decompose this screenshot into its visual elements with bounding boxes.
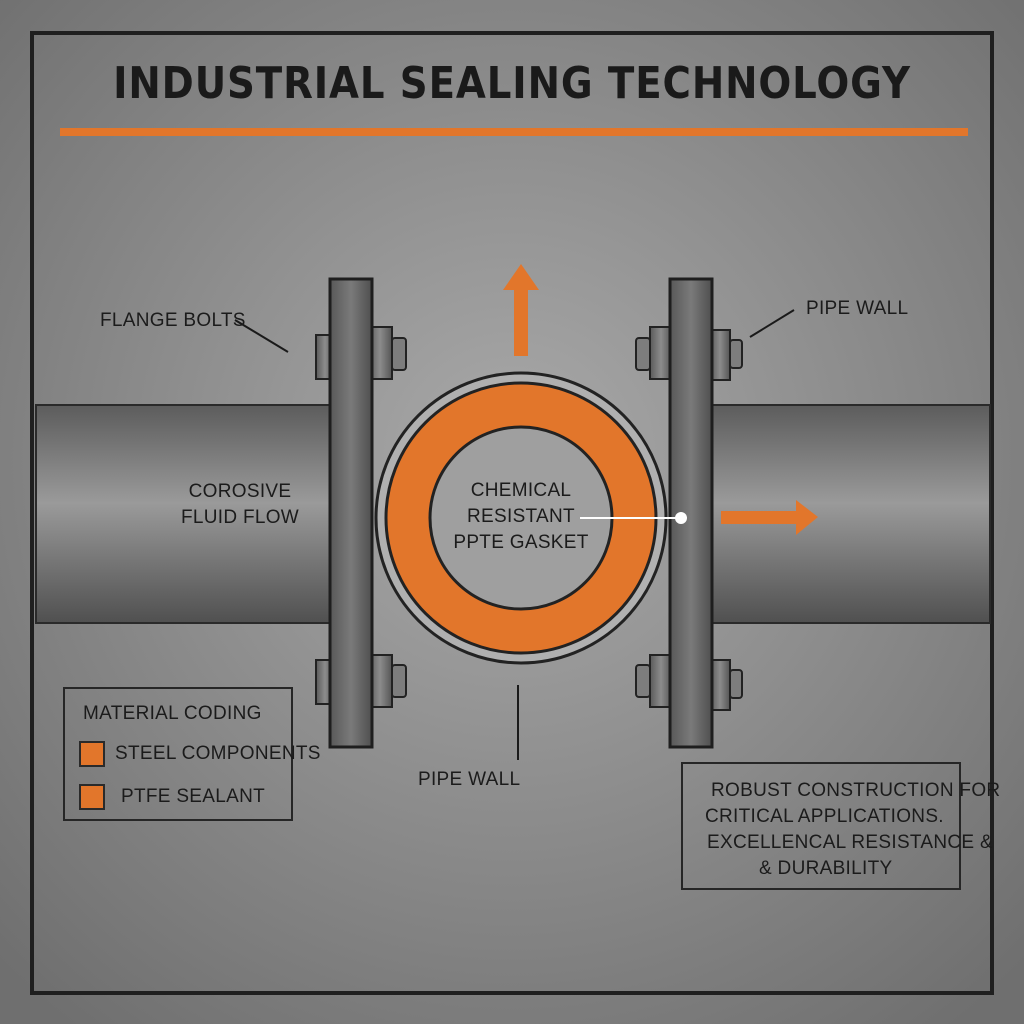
pipe-wall-bottom-label: PIPE WALL — [418, 769, 521, 790]
note-line3: EXCELLENCAL RESISTANCE & — [707, 832, 993, 853]
diagram-title: INDUSTRIAL SEALING TECHNOLOGY — [113, 58, 911, 109]
flange-bolts-leader — [234, 319, 289, 353]
left-flange — [328, 277, 374, 749]
pipe-wall-top-label: PIPE WALL — [806, 298, 909, 319]
gasket-label-line2: RESISTANT — [467, 506, 575, 527]
note-line2: CRITICAL APPLICATIONS. — [705, 806, 944, 827]
legend-swatch-steel — [79, 741, 105, 767]
fluid-flow-label-line1: COROSIVE — [188, 481, 292, 502]
legend-swatch-ptfe — [79, 784, 105, 810]
gasket-pointer-dot — [675, 512, 687, 524]
note-line1: ROBUST CONSTRUCTION FOR — [711, 780, 1001, 801]
pipe-wall-top-leader — [749, 309, 795, 338]
right-flange-bolt-bottom — [635, 654, 743, 711]
title-underline — [60, 128, 968, 136]
ptfe-gasket — [374, 371, 668, 665]
material-legend: MATERIAL CODING STEEL COMPONENTS PTFE SE… — [63, 687, 320, 821]
note-line4: & DURABILITY — [759, 858, 893, 879]
gasket-label-line3: PPTE GASKET — [453, 532, 589, 553]
outer-frame — [30, 31, 994, 995]
right-flange-bolt-top — [635, 326, 743, 381]
right-flange — [668, 277, 714, 749]
legend-title: MATERIAL CODING — [83, 703, 262, 724]
gasket-label-line1: CHEMICAL — [470, 480, 572, 501]
left-pipe — [35, 404, 337, 624]
legend-item-ptfe: PTFE SEALANT — [121, 786, 266, 807]
up-arrow — [503, 264, 539, 356]
legend-item-steel: STEEL COMPONENTS — [115, 743, 321, 764]
fluid-flow-label-line2: FLUID FLOW — [180, 507, 300, 528]
flange-bolts-label: FLANGE BOLTS — [100, 310, 246, 331]
flow-arrow-right — [721, 500, 818, 535]
info-note-box: ROBUST CONSTRUCTION FOR CRITICAL APPLICA… — [681, 762, 1000, 890]
